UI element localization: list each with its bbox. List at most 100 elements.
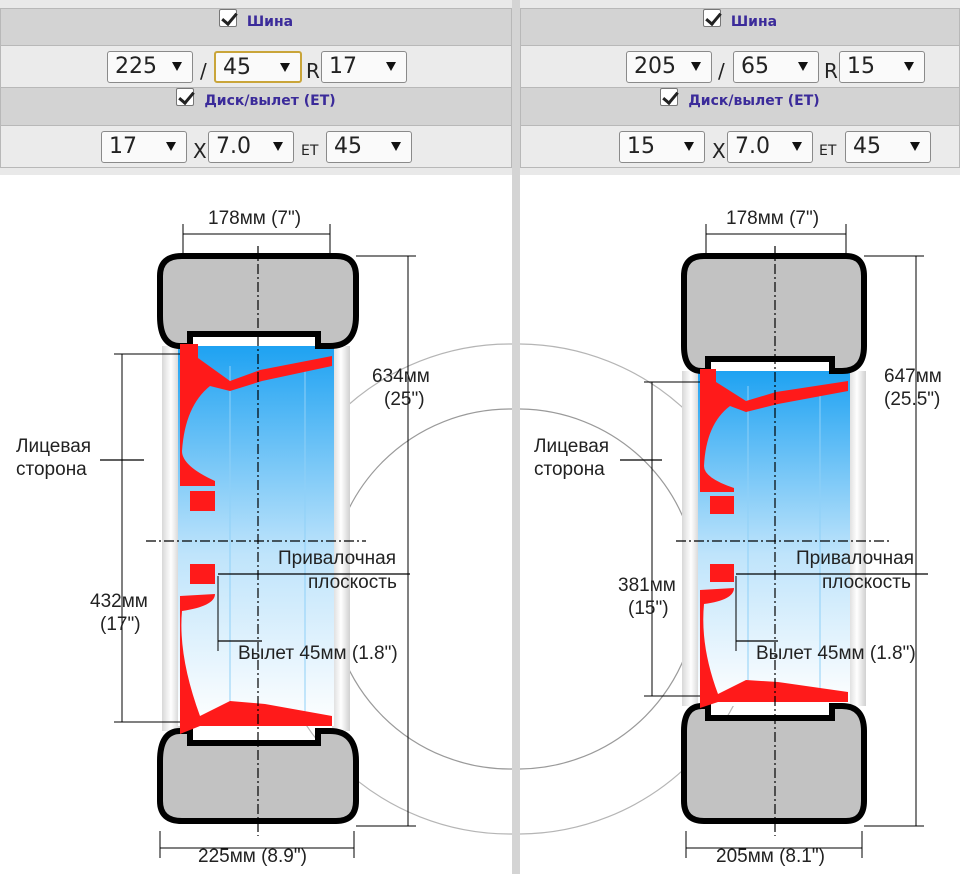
rim-lower bbox=[700, 588, 848, 708]
dim-bottom-width: 205мм (8.1") bbox=[716, 846, 825, 867]
tire-profile-value: 65 bbox=[741, 54, 769, 79]
left-wheel-drawing bbox=[100, 224, 512, 858]
chevron-down-icon bbox=[691, 62, 701, 71]
tire-header-row: Шина bbox=[0, 8, 512, 46]
disk-et-label: ET bbox=[301, 143, 319, 159]
rim-bore bbox=[698, 371, 850, 706]
tire-top bbox=[681, 253, 867, 374]
tire-width-value: 225 bbox=[115, 54, 157, 79]
tire-r-label: R bbox=[824, 59, 838, 83]
disk-width-value: 7.0 bbox=[735, 134, 770, 159]
label-face: Лицевая bbox=[16, 436, 92, 457]
rim-side bbox=[162, 346, 180, 731]
rim-hub bbox=[190, 564, 215, 584]
label-offset: Вылет 45мм (1.8") bbox=[238, 643, 398, 664]
tire-profile-value: 45 bbox=[223, 55, 251, 80]
disk-x-label: X bbox=[712, 139, 726, 163]
dim-overall-height-in: (25.5") bbox=[884, 389, 941, 410]
tire-profile-select[interactable]: 65 bbox=[733, 51, 819, 83]
disk-width-value: 7.0 bbox=[216, 134, 251, 159]
rim-bore bbox=[178, 346, 334, 726]
dim-rim-diameter: 381мм bbox=[618, 575, 676, 596]
dim-overall-height: 634мм bbox=[372, 366, 430, 387]
disk-diameter-value: 15 bbox=[627, 134, 655, 159]
disk-header-label: Диск/вылет (ET) bbox=[688, 93, 820, 109]
disk-checkbox[interactable] bbox=[660, 88, 679, 106]
tire-width-select[interactable]: 225 bbox=[107, 51, 193, 83]
disk-controls-row: 15 X 7.0 ET 45 bbox=[520, 126, 960, 168]
panel-divider bbox=[512, 0, 520, 874]
chevron-down-icon bbox=[172, 62, 182, 71]
tire-r-label: R bbox=[306, 59, 320, 83]
tire-profile-select[interactable]: 45 bbox=[214, 51, 302, 83]
tire-rim-value: 17 bbox=[329, 54, 357, 79]
dim-top-width: 178мм (7") bbox=[208, 208, 302, 229]
label-mount-plane: Привалочная bbox=[796, 548, 914, 569]
chevron-down-icon bbox=[391, 142, 401, 151]
label-mount-plane-2: плоскость bbox=[822, 572, 911, 593]
rim-side bbox=[848, 371, 866, 706]
chevron-down-icon bbox=[386, 62, 396, 71]
tire-width-select[interactable]: 205 bbox=[626, 51, 712, 83]
chevron-down-icon bbox=[273, 142, 283, 151]
label-mount-plane-2: плоскость bbox=[308, 572, 397, 593]
left-wheel-diagram: 178мм (7") 634мм (25") Лицевая сторона 4… bbox=[0, 186, 512, 874]
right-settings: Шина 205 / 65 R 15 Диск/вылет (ET) 15 X … bbox=[520, 8, 960, 168]
label-offset: Вылет 45мм (1.8") bbox=[756, 643, 916, 664]
tire-rim-select[interactable]: 15 bbox=[839, 51, 925, 83]
chevron-down-icon bbox=[166, 142, 176, 151]
label-face: Лицевая bbox=[534, 436, 610, 457]
rim-upper bbox=[700, 369, 848, 492]
disk-width-select[interactable]: 7.0 bbox=[208, 131, 294, 163]
rim-side bbox=[332, 346, 350, 731]
rim-hub bbox=[710, 564, 734, 582]
chevron-down-icon bbox=[792, 142, 802, 151]
disk-header-row: Диск/вылет (ET) bbox=[520, 88, 960, 126]
dim-overall-height-in: (25") bbox=[384, 389, 425, 410]
dim-overall-height: 647мм bbox=[884, 366, 942, 387]
tire-header-row: Шина bbox=[520, 8, 960, 46]
disk-offset-value: 45 bbox=[334, 134, 362, 159]
dim-rim-diameter: 432мм bbox=[90, 591, 148, 612]
settings-panels: Шина 225 / 45 R 17 Диск/вылет (ET) 17 X … bbox=[0, 0, 960, 175]
rim-upper bbox=[180, 344, 332, 486]
disk-offset-select[interactable]: 45 bbox=[326, 131, 412, 163]
disk-x-label: X bbox=[193, 139, 207, 163]
disk-header-label: Диск/вылет (ET) bbox=[204, 93, 336, 109]
chevron-down-icon bbox=[798, 62, 808, 71]
tire-rim-select[interactable]: 17 bbox=[321, 51, 407, 83]
tire-header-label: Шина bbox=[246, 14, 294, 30]
chevron-down-icon bbox=[280, 63, 290, 72]
tire-bottom bbox=[681, 703, 867, 824]
right-wheel-drawing bbox=[520, 224, 928, 858]
tire-rim-value: 15 bbox=[847, 54, 875, 79]
rim-lower bbox=[180, 594, 332, 734]
disk-diameter-select[interactable]: 17 bbox=[101, 131, 187, 163]
dim-rim-diameter-in: (17") bbox=[100, 614, 141, 635]
dim-top-width: 178мм (7") bbox=[726, 208, 820, 229]
chevron-down-icon bbox=[904, 62, 914, 71]
label-face-2: сторона bbox=[16, 459, 87, 480]
tire-checkbox[interactable] bbox=[702, 9, 721, 27]
rim-hub bbox=[190, 491, 215, 511]
right-wheel-diagram: 178мм (7") 647мм (25.5") Лицевая сторона… bbox=[520, 186, 960, 874]
disk-width-select[interactable]: 7.0 bbox=[727, 131, 813, 163]
dim-bottom-width: 225мм (8.9") bbox=[198, 846, 307, 867]
dim-rim-diameter-in: (15") bbox=[628, 598, 669, 619]
tire-checkbox[interactable] bbox=[218, 9, 237, 27]
disk-offset-value: 45 bbox=[853, 134, 881, 159]
disk-offset-select[interactable]: 45 bbox=[845, 131, 931, 163]
left-settings: Шина 225 / 45 R 17 Диск/вылет (ET) 17 X … bbox=[0, 8, 512, 168]
disk-diameter-value: 17 bbox=[109, 134, 137, 159]
label-face-2: сторона bbox=[534, 459, 605, 480]
chevron-down-icon bbox=[910, 142, 920, 151]
tire-width-value: 205 bbox=[634, 54, 676, 79]
tire-controls-row: 225 / 45 R 17 bbox=[0, 46, 512, 88]
disk-diameter-select[interactable]: 15 bbox=[619, 131, 705, 163]
chevron-down-icon bbox=[684, 142, 694, 151]
disk-controls-row: 17 X 7.0 ET 45 bbox=[0, 126, 512, 168]
tire-controls-row: 205 / 65 R 15 bbox=[520, 46, 960, 88]
label-mount-plane: Привалочная bbox=[278, 548, 396, 569]
tire-header-label: Шина bbox=[730, 14, 778, 30]
disk-checkbox[interactable] bbox=[176, 88, 195, 106]
